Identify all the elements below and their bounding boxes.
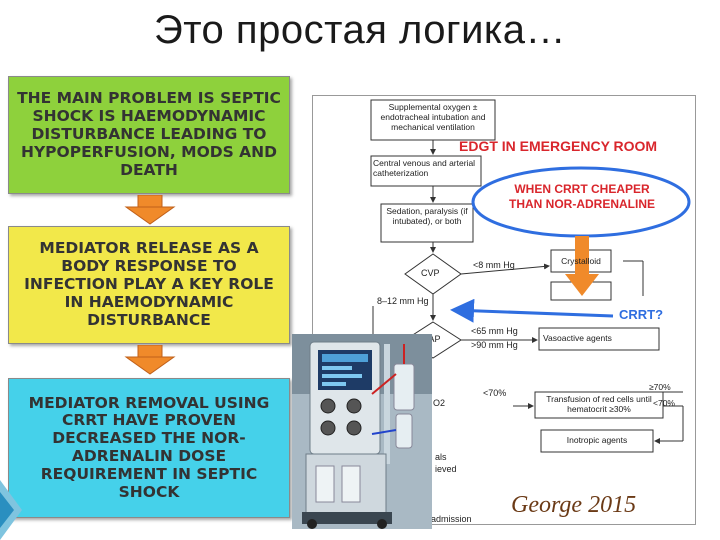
map-low-label: <65 mm Hg: [471, 326, 518, 336]
down-arrow-icon-2: [124, 345, 176, 375]
down-arrow-icon-1: [124, 195, 176, 225]
crrt-machine-icon: [292, 334, 432, 529]
crrt-callout: WHEN CRRT CHEAPER THAN NOR-ADRENALINE: [509, 182, 655, 211]
mediator-removal-text: MEDIATOR REMOVAL USING CRRT HAVE PROVEN …: [28, 393, 270, 501]
o2-low-label: <70%: [483, 388, 507, 398]
cvp-low-label: <8 mm Hg: [473, 260, 515, 270]
edgt-flowchart: Supplemental oxygen ± endotracheal intub…: [312, 95, 696, 525]
corner-decoration-icon: [0, 480, 22, 540]
slide-title: Это простая логика…: [153, 8, 567, 52]
crrt-machine-photo: [292, 334, 432, 529]
admission-label: admission: [431, 514, 472, 524]
o2-low-label-2: <70%: [653, 398, 675, 408]
crrt-label: CRRT?: [619, 307, 664, 322]
central-venous-box: Central venous and arterial catheterizat…: [373, 158, 476, 179]
o2-high-label: ≥70%: [649, 382, 671, 392]
edgt-heading: EDGT IN EMERGENCY ROOM: [459, 138, 658, 154]
inotropic-box: Inotropic agents: [566, 435, 628, 445]
crystalloid-box: Crystalloid: [561, 256, 601, 266]
transfusion-box: Transfusion of red cells until hematocri…: [546, 394, 652, 415]
citation: George 2015: [511, 492, 637, 518]
septic-shock-text: THE MAIN PROBLEM IS SEPTIC SHOCK IS HAEM…: [17, 89, 281, 179]
supplemental-oxygen-box: Supplemental oxygen ± endotracheal intub…: [380, 102, 486, 133]
goals-label: als: [435, 452, 447, 462]
mediator-release-text: MEDIATOR RELEASE AS A BODY RESPONSE TO I…: [24, 239, 274, 329]
mediator-removal-box: MEDIATOR REMOVAL USING CRRT HAVE PROVEN …: [8, 378, 290, 518]
achieved-label: ieved: [435, 464, 457, 474]
cvp-diamond: CVP: [421, 268, 440, 278]
o2-label: O2: [433, 398, 446, 408]
mediator-release-box: MEDIATOR RELEASE AS A BODY RESPONSE TO I…: [8, 226, 290, 344]
vasoactive-box: Vasoactive agents: [543, 333, 612, 343]
map-high-label: >90 mm Hg: [471, 340, 518, 350]
septic-shock-box: THE MAIN PROBLEM IS SEPTIC SHOCK IS HAEM…: [8, 76, 290, 194]
sedation-box: Sedation, paralysis (if intubated), or b…: [386, 206, 468, 227]
cvp-range-label: 8–12 mm Hg: [377, 296, 429, 306]
